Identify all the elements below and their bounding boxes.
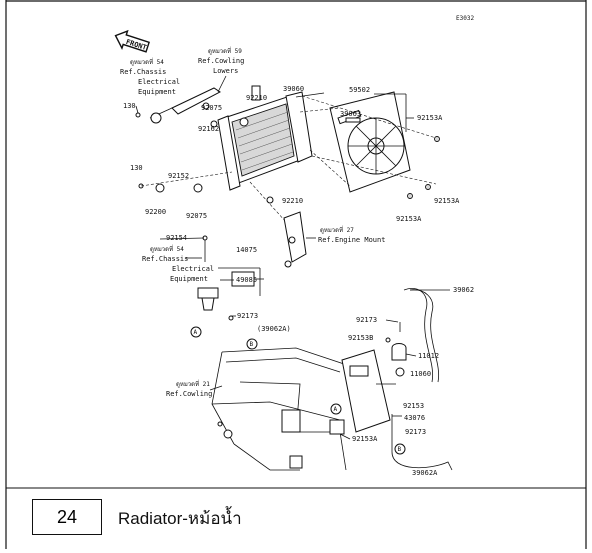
left-bracket [149,87,221,128]
svg-text:A: A [194,329,198,336]
part-59502: 59502 [349,86,370,94]
svg-text:ดูหมวดที่ 21: ดูหมวดที่ 21 [176,380,210,388]
svg-text:Ref.Chassis: Ref.Chassis [120,68,166,76]
callout-ref-chassis-mid: ดูหมวดที่ 54 Ref.Chassis Electrical Equi… [142,245,214,283]
hose-lower [391,414,453,471]
svg-text:ดูหมวดที่ 54: ดูหมวดที่ 54 [150,245,184,253]
page-number: 24 [56,506,78,527]
part-92153a-low: 92153A [352,435,378,443]
left-hardware [135,112,274,204]
part-39062a-paren: (39062A) [257,325,291,333]
marker-a-lower [330,403,342,415]
hose-upper [403,288,434,383]
leader-lines [135,92,450,440]
callout-ref-chassis-top: ดูหมวดที่ 54 Ref.Chassis Electrical Equi… [120,58,180,96]
svg-text:Ref.Engine Mount: Ref.Engine Mount [318,236,385,244]
part-11012: 11012 [418,352,439,360]
svg-text:ดูหมวดที่ 59: ดูหมวดที่ 59 [208,47,242,55]
callout-ref-cowling: ดูหมวดที่ 21 Ref.Cowling [166,380,223,398]
part-39063: 39063 [340,110,361,118]
engine-mount-bracket [283,211,316,268]
svg-text:B: B [398,446,402,453]
cooling-fan-assembly [329,91,411,193]
marker-b-lower [394,443,406,455]
svg-text:Ref.Cowling: Ref.Cowling [198,57,244,65]
svg-text:ดูหมวดที่ 54: ดูหมวดที่ 54 [130,58,164,66]
reservoir-tank [341,343,407,433]
svg-text:Ref.Cowling: Ref.Cowling [166,390,212,398]
svg-text:Electrical: Electrical [172,265,214,273]
callout-ref-engine-mount: ดูหมวดที่ 27 Ref.Engine Mount [318,226,385,244]
marker-a-upper [190,326,202,338]
part-92153a-top: 92153A [417,114,443,122]
part-92173-mid: 92173 [356,316,377,324]
lower-subframe [211,347,361,471]
part-39060: 39060 [283,85,304,93]
hose-upper-outer [409,289,440,383]
callout-ref-cowling-lowers: ดูหมวดที่ 59 Ref.Cowling Lowers [198,47,244,93]
svg-text:ดูหมวดที่ 27: ดูหมวดที่ 27 [320,226,354,234]
right-hardware [345,117,440,199]
part-92153a-mid: 92153A [434,197,460,205]
section-title: Radiator-หม้อน้ำ [118,509,242,528]
part-49085: 49085 [236,276,257,284]
part-92153: 92153 [403,402,424,410]
part-92210-top: 92210 [246,94,267,102]
part-92173-low: 92173 [405,428,426,436]
svg-text:Ref.Chassis: Ref.Chassis [142,255,188,263]
svg-text:Equipment: Equipment [138,88,176,96]
part-39062a: 39062A [412,469,438,477]
svg-text:B: B [250,341,254,348]
part-92153b: 92153B [348,334,373,342]
diagram-code: E3032 [456,15,474,22]
part-39062: 39062 [453,286,474,294]
part-14075: 14075 [236,246,257,254]
bolt-92153b [385,337,391,343]
marker-b-upper [246,338,258,350]
part-92075-top: 92075 [201,104,222,112]
part-92153a-bot: 92153A [396,215,422,223]
part-92152: 92152 [168,172,189,180]
front-arrow-icon: FRONT [114,29,150,53]
part-92210-bot: 92210 [282,197,303,205]
svg-text:Electrical: Electrical [138,78,180,86]
part-130-top: 130 [123,102,136,110]
svg-text:Lowers: Lowers [213,67,238,75]
part-92162: 92162 [198,125,219,133]
part-130-mid: 130 [130,164,143,172]
part-43076: 43076 [404,414,425,422]
svg-text:A: A [334,406,338,413]
part-92173-upper: 92173 [237,312,258,320]
reservoir-bracket-left [197,235,264,321]
svg-text:Equipment: Equipment [170,275,208,283]
part-92075-bot: 92075 [186,212,207,220]
part-92154: 92154 [166,234,187,242]
part-92200: 92200 [145,208,166,216]
page-number-box: 24 [32,499,102,535]
part-11060: 11060 [410,370,431,378]
